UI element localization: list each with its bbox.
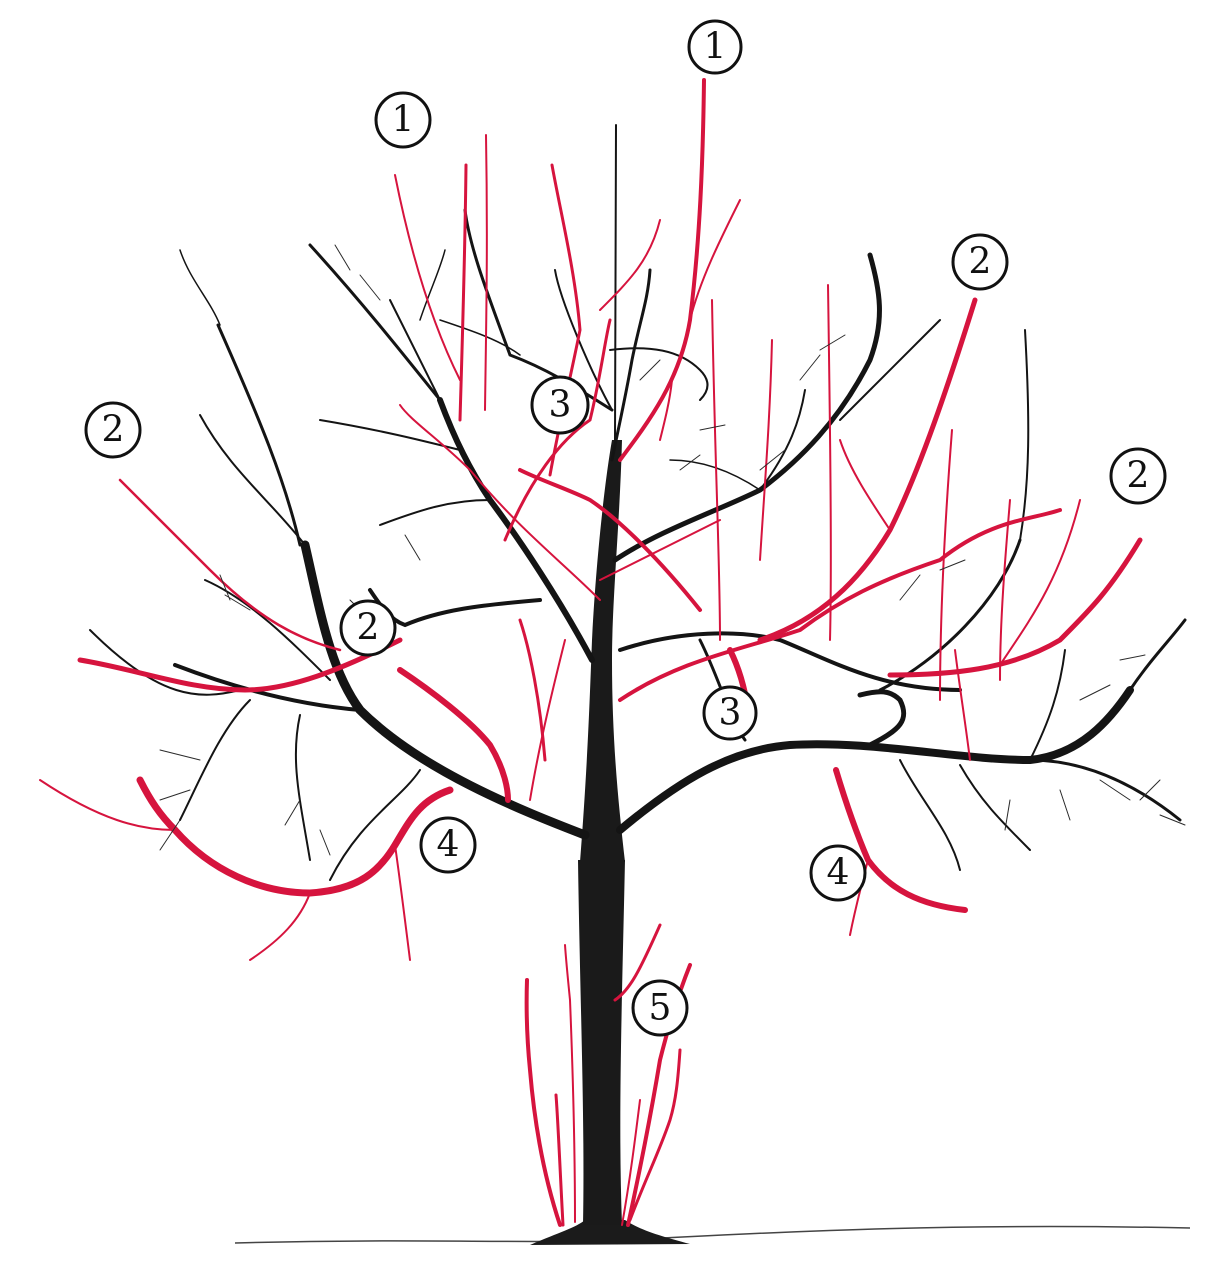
hanging-branch-left	[140, 780, 450, 893]
callout-3-upper: 3	[532, 377, 588, 433]
callout-label: 3	[719, 693, 742, 734]
callout-5-base: 5	[633, 981, 687, 1035]
callout-label: 1	[704, 27, 727, 68]
callout-3-lower: 3	[704, 687, 756, 739]
ground-line	[235, 1227, 1190, 1243]
trunk	[578, 860, 625, 1225]
callout-label: 2	[1127, 456, 1150, 497]
callout-4-left: 4	[421, 818, 475, 872]
callout-label: 2	[357, 608, 380, 649]
callout-label: 2	[969, 242, 992, 283]
callout-4-right: 4	[811, 846, 865, 900]
callout-label: 5	[649, 988, 672, 1029]
sucker-1	[527, 980, 560, 1225]
callout-label: 4	[437, 825, 460, 866]
callout-1-left: 1	[376, 93, 430, 147]
callout-label: 3	[549, 385, 572, 426]
callout-label: 2	[102, 410, 125, 451]
callout-label: 1	[392, 100, 415, 141]
callout-2-far-right: 2	[1111, 449, 1165, 503]
callout-2-far-left: 2	[86, 403, 140, 457]
retained-branches	[90, 125, 1185, 1225]
callout-1-top: 1	[689, 21, 741, 73]
callout-2-mid-left: 2	[341, 601, 395, 655]
callout-2-top-right: 2	[953, 235, 1007, 289]
callout-label: 4	[827, 853, 850, 894]
